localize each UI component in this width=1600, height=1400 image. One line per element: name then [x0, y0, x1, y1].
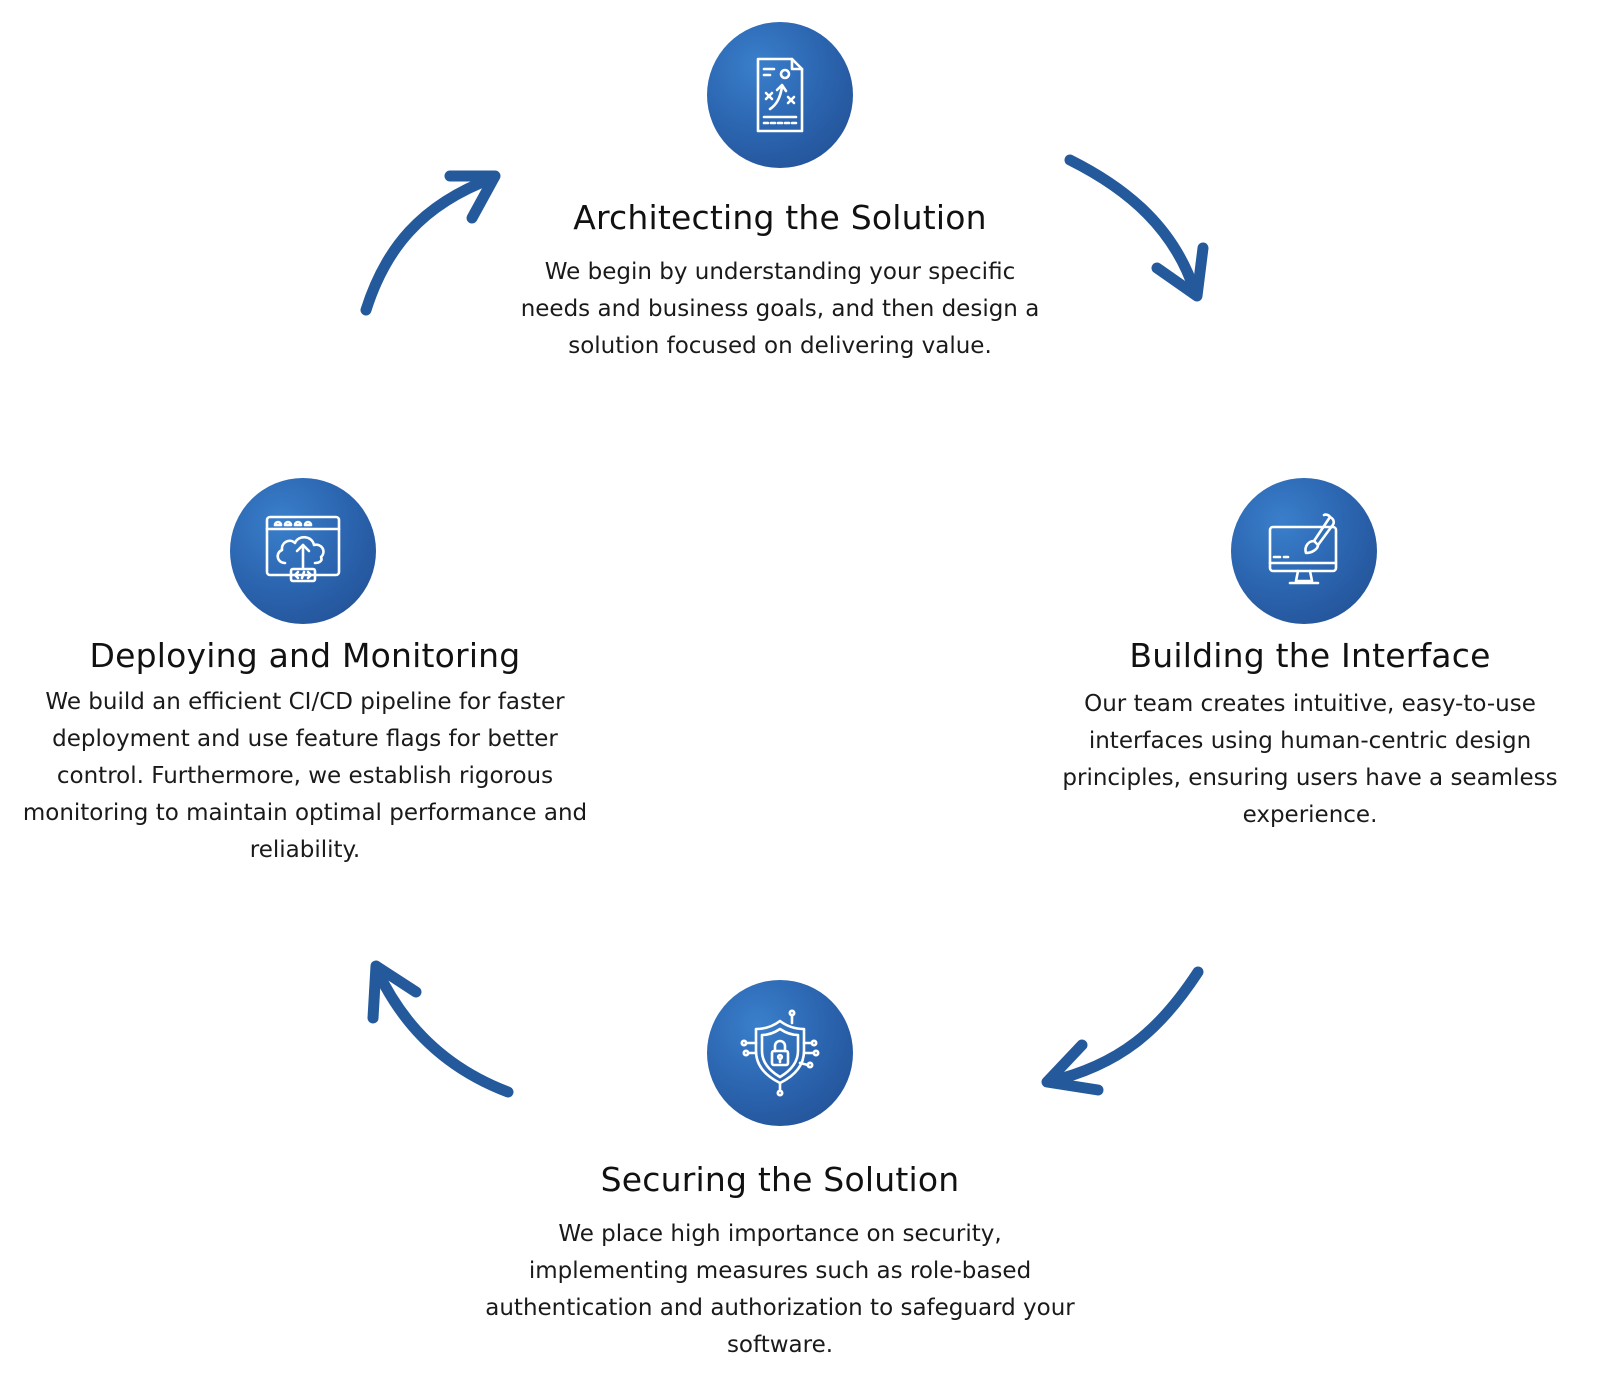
interface-badge [1231, 478, 1377, 624]
secure-title: Securing the Solution [600, 1160, 960, 1199]
interface-description: Our team creates intuitive, easy-to-use … [1062, 690, 1558, 828]
arrow-deploy-to-architect [360, 170, 501, 316]
step-building-interface: Building the Interface Our team creates … [1040, 478, 1580, 834]
step-securing: Securing the Solution We place high impo… [470, 980, 1090, 1364]
shield-lock-icon [740, 1009, 820, 1097]
arrow-architect-to-interface [1064, 154, 1209, 302]
secure-badge [707, 980, 853, 1126]
architect-badge [707, 22, 853, 168]
architect-description: We begin by understanding your specific … [520, 258, 1040, 359]
step-deploying-monitoring: Deploying and Monitoring We build an eff… [20, 478, 590, 869]
monitor-paintbrush-icon [1268, 513, 1338, 585]
interface-title: Building the Interface [1129, 636, 1491, 675]
deploy-title: Deploying and Monitoring [89, 636, 521, 675]
cloud-upload-browser-icon [265, 515, 341, 583]
secure-description: We place high importance on security, im… [485, 1220, 1075, 1358]
deploy-badge [230, 478, 376, 624]
arrow-interface-to-secure [1041, 966, 1204, 1096]
architect-title: Architecting the Solution [573, 198, 987, 237]
arrow-secure-to-deploy [367, 960, 514, 1098]
deploy-description: We build an efficient CI/CD pipeline for… [22, 688, 588, 863]
step-architecting: Architecting the Solution We begin by un… [500, 22, 1060, 365]
strategy-document-icon [756, 57, 804, 133]
